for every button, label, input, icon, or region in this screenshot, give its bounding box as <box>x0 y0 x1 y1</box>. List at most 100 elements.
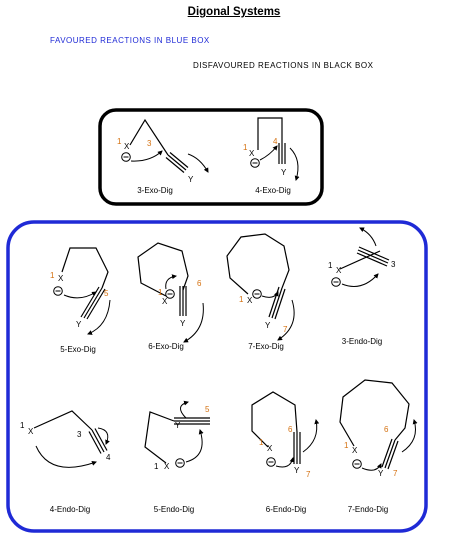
negative-charge <box>53 286 63 296</box>
reaction-name: 6-Exo-Dig <box>148 342 184 351</box>
atom-x-label: X <box>58 274 64 283</box>
reaction-name: 5-Endo-Dig <box>154 505 194 514</box>
page-title: Digonal Systems <box>187 6 281 18</box>
reaction-name: 6-Endo-Dig <box>266 505 306 514</box>
atom-number: 1 <box>117 137 122 146</box>
curved-arrow <box>341 273 379 287</box>
negative-charge <box>121 152 131 162</box>
negative-charge <box>352 459 362 469</box>
negative-charge <box>331 277 341 287</box>
curved-arrow <box>180 400 189 419</box>
reaction-name: 4-Exo-Dig <box>255 186 291 195</box>
ring-bond <box>251 391 298 448</box>
atom-y-label: Y <box>294 466 300 475</box>
atom-number: 1 <box>344 441 349 450</box>
curved-arrow <box>261 291 279 298</box>
reaction-5-exo-dig: 1 X 5 Y 5-Exo-Dig <box>50 247 111 354</box>
reaction-3-exo-dig: 1 X 3 Y 3-Exo-Dig <box>117 118 209 195</box>
triple-bond <box>83 287 103 319</box>
triple-bond <box>384 439 396 469</box>
negative-charge <box>266 457 276 467</box>
atom-number: 4 <box>106 453 111 462</box>
atom-number: 1 <box>239 295 244 304</box>
curved-arrow <box>87 299 111 335</box>
atom-x-label: X <box>124 142 130 151</box>
atom-number: 6 <box>288 425 293 434</box>
reaction-7-exo-dig: 1 X 7 Y 7-Exo-Dig <box>226 233 295 351</box>
atom-number: 5 <box>205 405 210 414</box>
reaction-name: 7-Exo-Dig <box>248 342 284 351</box>
reaction-7-endo-dig: 1 X 6 Y 7 7-Endo-Dig <box>339 379 418 514</box>
chain-bond <box>33 410 93 431</box>
curved-arrow <box>289 147 300 181</box>
ring-bond <box>144 411 175 464</box>
atom-number: 1 <box>328 261 333 270</box>
triple-bond <box>91 429 105 453</box>
atom-x-label: X <box>28 427 34 436</box>
reaction-6-endo-dig: 1 X 6 Y 7 6-Endo-Dig <box>251 391 320 514</box>
ring-bond <box>339 379 410 447</box>
negative-charge <box>175 458 185 468</box>
curved-arrow <box>302 419 320 453</box>
atom-number: 7 <box>306 470 311 479</box>
atom-x-label: X <box>267 444 273 453</box>
curved-arrow <box>187 153 209 173</box>
curved-arrow <box>259 145 278 161</box>
atom-number: 3 <box>391 260 396 269</box>
curved-arrow <box>35 445 97 468</box>
curved-arrow <box>401 419 418 453</box>
triple-bond <box>167 154 187 171</box>
disfavoured-legend: DISFAVOURED REACTIONS IN BLACK BOX <box>193 61 374 70</box>
atom-x-label: X <box>352 446 358 455</box>
atom-y-label: Y <box>188 175 194 184</box>
atom-number: 3 <box>77 430 82 439</box>
reaction-name: 3-Exo-Dig <box>137 186 173 195</box>
curved-arrow <box>185 429 204 463</box>
negative-charge <box>250 158 260 168</box>
negative-charge <box>165 289 175 299</box>
reaction-name: 4-Endo-Dig <box>50 505 90 514</box>
reaction-4-exo-dig: 1 X 4 Y 4-Exo-Dig <box>243 117 300 195</box>
favoured-box <box>6 220 428 533</box>
atom-y-label: Y <box>281 168 287 177</box>
atom-x-label: X <box>249 149 255 158</box>
curved-arrow <box>165 274 177 290</box>
ring-bond <box>137 242 189 297</box>
reaction-name: 3-Endo-Dig <box>342 337 382 346</box>
atom-x-label: X <box>164 462 170 471</box>
atom-x-label: X <box>336 266 342 275</box>
favoured-legend: FAVOURED REACTIONS IN BLUE BOX <box>50 36 210 45</box>
atom-number: 3 <box>147 139 152 148</box>
atom-number: 6 <box>197 279 202 288</box>
atom-number: 1 <box>154 462 159 471</box>
atom-number: 4 <box>273 137 278 146</box>
curved-arrow <box>277 299 295 341</box>
reaction-5-endo-dig: 1 X 5 Y 5-Endo-Dig <box>144 400 210 514</box>
disfavoured-box <box>98 108 324 206</box>
curved-arrow <box>97 427 110 445</box>
atom-y-label: Y <box>175 421 181 430</box>
reaction-name: 5-Exo-Dig <box>60 345 96 354</box>
atom-x-label: X <box>162 297 168 306</box>
curved-arrow <box>130 150 163 162</box>
reaction-6-exo-dig: 1 X 6 Y 6-Exo-Dig <box>137 242 204 351</box>
atom-number: 7 <box>393 469 398 478</box>
reaction-4-endo-dig: 1 X 3 4 4-Endo-Dig <box>20 410 111 514</box>
atom-number: 1 <box>158 288 163 297</box>
atom-number: 1 <box>50 271 55 280</box>
atom-number: 1 <box>243 143 248 152</box>
atom-number: 1 <box>20 421 25 430</box>
atom-y-label: Y <box>378 469 384 478</box>
atom-number: 1 <box>259 438 264 447</box>
chain-bond <box>257 117 283 150</box>
atom-x-label: X <box>247 296 253 305</box>
curved-arrow <box>361 463 382 471</box>
curved-arrow <box>63 291 97 299</box>
negative-charge <box>252 289 262 299</box>
atom-y-label: Y <box>265 321 271 330</box>
triple-bond <box>357 249 389 264</box>
chain-bond <box>339 250 381 270</box>
curved-arrow <box>359 227 377 247</box>
atom-number: 5 <box>104 289 109 298</box>
